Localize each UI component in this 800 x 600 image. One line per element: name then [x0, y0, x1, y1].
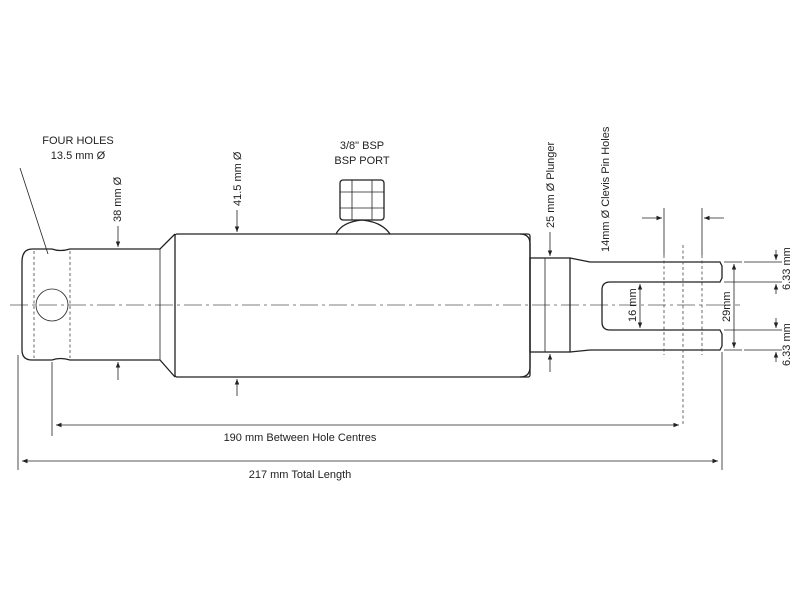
centres-label: 190 mm Between Hole Centres: [224, 432, 377, 444]
main-barrel: [174, 233, 531, 378]
dia38-label: 38 mm Ø: [112, 176, 124, 222]
plunger-gland: [529, 257, 571, 353]
rear-eye-outline: [21, 248, 52, 361]
total-length-label: 217 mm Total Length: [249, 469, 352, 481]
barrel-front-cap: [519, 233, 531, 378]
rear-pin-hole: [35, 288, 69, 322]
port-label-1: 3/8" BSP: [340, 140, 384, 152]
port-body: [339, 179, 385, 221]
slot-label: 16 mm: [627, 288, 639, 322]
four-holes-label-2: 13.5 mm Ø: [51, 150, 106, 162]
clevis-outline: [569, 257, 723, 353]
dia415-label: 41.5 mm Ø: [232, 151, 244, 206]
port-saddle: [335, 219, 391, 235]
four-holes-label-1: FOUR HOLES: [42, 135, 114, 147]
plunger-label: 25 mm Ø Plunger: [545, 141, 557, 228]
tine-top-label: 6.33 mm: [781, 247, 793, 290]
rear-tube-bottom: [51, 357, 176, 378]
width-label: 29mm: [721, 291, 733, 322]
port-label-2: BSP PORT: [334, 155, 390, 167]
four-holes-leader: [19, 167, 49, 255]
clevis-holes-label: 14mm Ø Clevis Pin Holes: [600, 126, 612, 252]
rear-tube-top: [51, 233, 176, 252]
tine-bottom-label: 6.33 mm: [781, 323, 793, 366]
